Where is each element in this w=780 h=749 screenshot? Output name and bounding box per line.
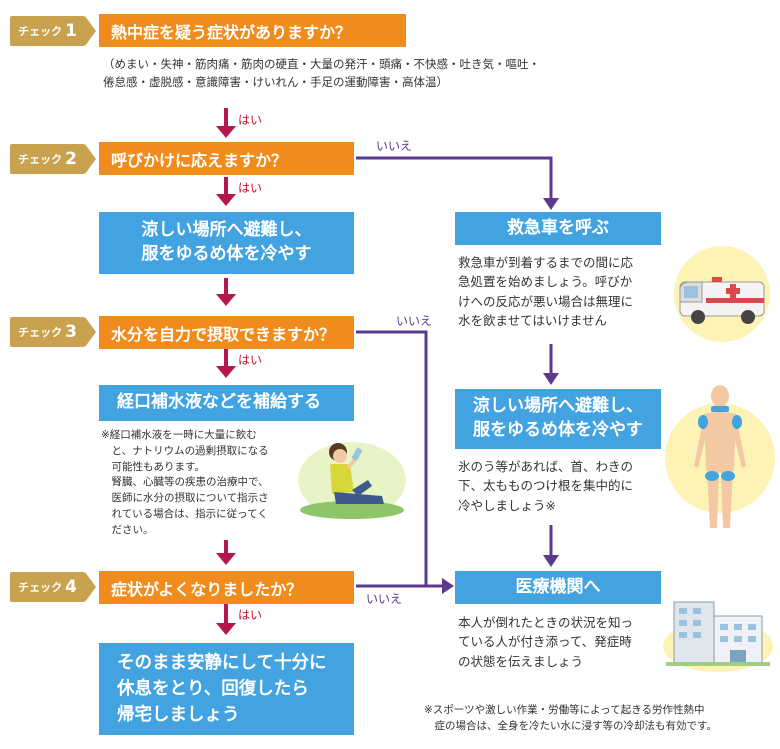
- no-arrowheads: [442, 198, 559, 594]
- body-cooling-illustration: [665, 385, 775, 528]
- question-1: 熱中症を疑う症状がありますか？: [99, 14, 406, 47]
- check-tag-label: チェック: [18, 581, 63, 594]
- action-medical-facility: 医療機関へ: [455, 571, 661, 604]
- no-label-1: いいえ: [376, 139, 413, 153]
- check-tag-number: 3: [65, 322, 77, 342]
- action-rest-and-recover: そのまま安静にして十分に 休息をとり、回復したら 帰宅しましょう: [99, 643, 354, 735]
- question-3: 水分を自力で摂取できますか？: [99, 316, 354, 349]
- yes-label-3: はい: [238, 353, 263, 367]
- yes-label-4: はい: [238, 608, 263, 622]
- ambulance-illustration: [674, 246, 770, 342]
- question-4: 症状がよくなりましたか？: [99, 571, 354, 604]
- drinking-person-illustration: [298, 442, 406, 519]
- no-arrows: [356, 156, 553, 588]
- no-label-3: いいえ: [366, 592, 403, 606]
- hospital-instructions: 本人が倒れたときの状況を知っ ている人が付き添って、発症時 の状態を伝えましょう: [458, 615, 634, 669]
- check-tag-number: 1: [65, 21, 77, 41]
- yes-label-2: はい: [238, 181, 263, 195]
- oral-rehydration-note: ※経口補水液を一時に大量に飲む と、ナトリウムの過剰摂取になる 可能性もあります…: [101, 429, 269, 536]
- action-cool-down-left: 涼しい場所へ避難し、 服をゆるめ体を冷やす: [99, 212, 354, 274]
- yes-arrows: [216, 108, 236, 635]
- action-oral-rehydration: 経口補水液などを補給する: [99, 385, 354, 421]
- no-label-2: いいえ: [396, 314, 433, 328]
- ambulance-instructions: 救急車が到着するまでの間に応 急処置を始めましょう。呼びか けへの反応が悪い場合…: [458, 255, 634, 329]
- check-tag-number: 2: [65, 149, 77, 169]
- action-call-ambulance: 救急車を呼ぶ: [455, 212, 661, 245]
- symptoms-list: （めまい・失神・筋肉痛・筋肉の硬直・大量の発汗・頭痛・不快感・吐き気・嘔吐・ 倦…: [103, 57, 540, 89]
- check-tag-number: 4: [65, 577, 77, 597]
- yes-label-1: はい: [238, 113, 263, 127]
- check-tag-label: チェック: [18, 25, 63, 38]
- check-tag-label: チェック: [18, 326, 63, 339]
- action-cool-down-right: 涼しい場所へ避難し、 服をゆるめ体を冷やす: [455, 389, 661, 449]
- footnote: ※スポーツや激しい作業・労働等によって起きる労作性熱中 症の場合は、全身を冷たい…: [424, 704, 717, 733]
- cooling-instructions: 氷のう等があれば、首、わきの 下、太もものつけ根を集中的に 冷やしましょう※: [458, 459, 634, 513]
- hospital-illustration: [663, 601, 773, 672]
- check-tag-label: チェック: [18, 153, 63, 166]
- question-2: 呼びかけに応えますか？: [99, 142, 354, 175]
